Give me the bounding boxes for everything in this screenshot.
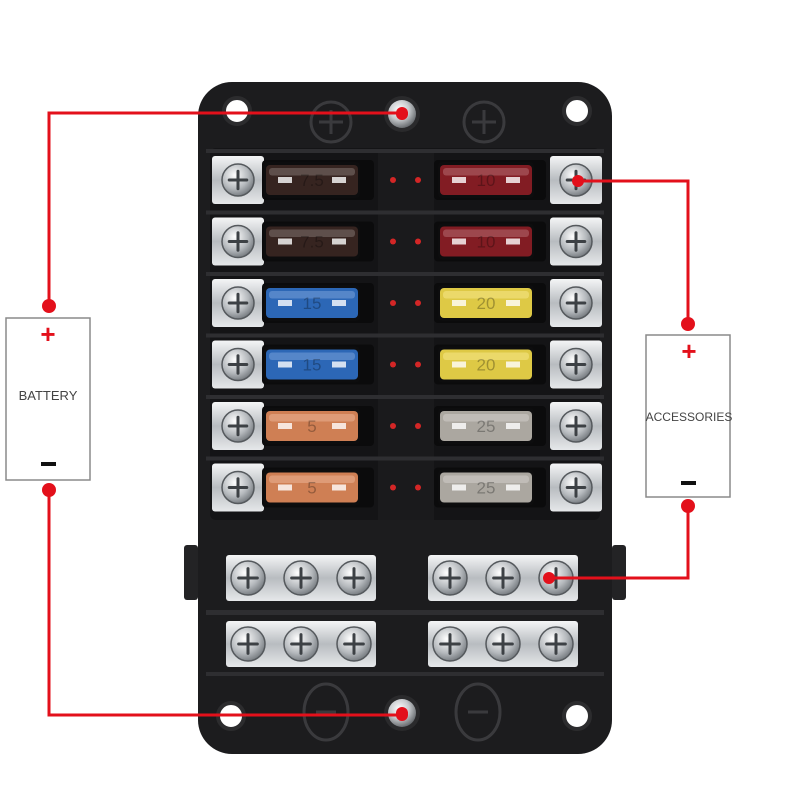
embossed-plus-left-icon [309,100,353,144]
led-right-3 [415,300,421,306]
fuse-left-2-rating: 7.5 [300,233,324,252]
bus-bar-bottom-left-screw-3-icon [336,626,372,662]
fuse-left-3: 15 [264,285,360,321]
terminal-screw-left-3-icon [221,286,255,320]
wire-accessories-negative [549,506,690,580]
fuse-right-2: 10 [438,223,534,260]
bus-bar-bottom-right-screw-2-icon [485,626,521,662]
led-left-4 [390,361,396,368]
battery-plus-sign: + [40,319,55,349]
embossed-minus-right-icon [454,682,502,742]
fuse-right-1: 10 [438,162,534,198]
led-right-1 [415,177,421,183]
terminal-screw-left-2-icon [221,224,255,259]
terminal-screw-right-2-icon [559,224,593,259]
bus-bar-bottom-right-screw-1-icon [432,626,468,662]
fuse-row-2: 7.5 10 [206,210,604,266]
terminal-screw-right-6-icon [559,470,593,505]
accessories-minus-sign [681,481,696,485]
bus-bar-top-right-screw-1-icon [432,560,468,596]
bus-bar-top-left [226,555,376,601]
mounting-hole-top-left [222,96,252,126]
fuse-right-5-rating: 25 [477,417,496,436]
bus-bars [206,555,604,676]
bus-bar-top-left-screw-2-icon [283,560,319,596]
led-right-2 [415,238,421,245]
mounting-hole-bottom-right [562,701,592,731]
bus-bar-bottom-left-screw-2-icon [283,626,319,662]
accessories-plus-sign: + [681,336,696,366]
accessories-box: + ACCESSORIES [645,334,733,498]
bus-bar-bottom-right-screw-3-icon [538,626,574,662]
fuse-left-2: 7.5 [264,223,360,260]
led-right-6 [415,484,421,491]
led-left-6 [390,484,396,491]
terminal-screw-left-4-icon [221,347,255,382]
battery-minus-sign [41,462,56,466]
terminal-screw-right-4-icon [559,347,593,382]
fuse-right-1-rating: 10 [477,171,496,190]
wire-accessories-positive [578,179,690,324]
fuse-left-1: 7.5 [264,162,360,198]
battery-label: BATTERY [19,388,78,403]
bus-bar-bottom-right [428,621,578,667]
terminal-screw-right-3-icon [559,286,593,320]
bus-bar-bottom-left-screw-1-icon [230,626,266,662]
battery-box: + BATTERY [5,317,91,481]
terminal-screw-left-1-icon [221,163,255,197]
fuse-left-6: 5 [264,469,360,506]
embossed-polarity-marks [302,100,506,742]
fuse-row-1: 7.5 10 [206,149,604,204]
mounting-hole-top-right [562,96,592,126]
led-left-3 [390,300,396,306]
fuse-right-6-rating: 25 [477,479,496,498]
accessories-label: ACCESSORIES [646,410,733,424]
wires [47,111,690,717]
fuse-left-1-rating: 7.5 [300,171,324,190]
fuse-right-5: 25 [438,408,534,444]
bus-bar-top-right-screw-2-icon [485,560,521,596]
led-right-5 [415,423,421,429]
fuse-right-3: 20 [438,285,534,321]
bus-bar-top-left-screw-1-icon [230,560,266,596]
fuse-left-5-rating: 5 [307,417,316,436]
led-left-2 [390,238,396,245]
fuse-right-3-rating: 20 [477,294,496,313]
fuse-right-4: 20 [438,346,534,383]
fuse-row-5: 5 25 [206,395,604,450]
embossed-plus-right-icon [462,100,506,144]
fuse-left-6-rating: 5 [307,479,316,498]
led-left-1 [390,177,396,183]
terminal-screw-right-5-icon [559,409,593,443]
fuse-left-4: 15 [264,346,360,383]
fuse-left-4-rating: 15 [303,356,322,375]
bus-bar-top-left-screw-3-icon [336,560,372,596]
embossed-minus-left-icon [302,682,350,742]
fuse-row-6: 5 25 [206,456,604,512]
terminal-screw-left-6-icon [221,470,255,505]
fuse-right-2-rating: 10 [477,233,496,252]
wire-nodes [42,107,695,721]
wire-battery-positive [47,111,402,306]
bus-bar-bottom-left [226,621,376,667]
led-right-4 [415,361,421,368]
fuse-right-4-rating: 20 [477,356,496,375]
fuse-left-3-rating: 15 [303,294,322,313]
led-left-5 [390,423,396,429]
wire-battery-negative [47,490,402,717]
fuse-left-5: 5 [264,408,360,444]
fuse-right-6: 25 [438,469,534,506]
terminal-screw-left-5-icon [221,409,255,443]
